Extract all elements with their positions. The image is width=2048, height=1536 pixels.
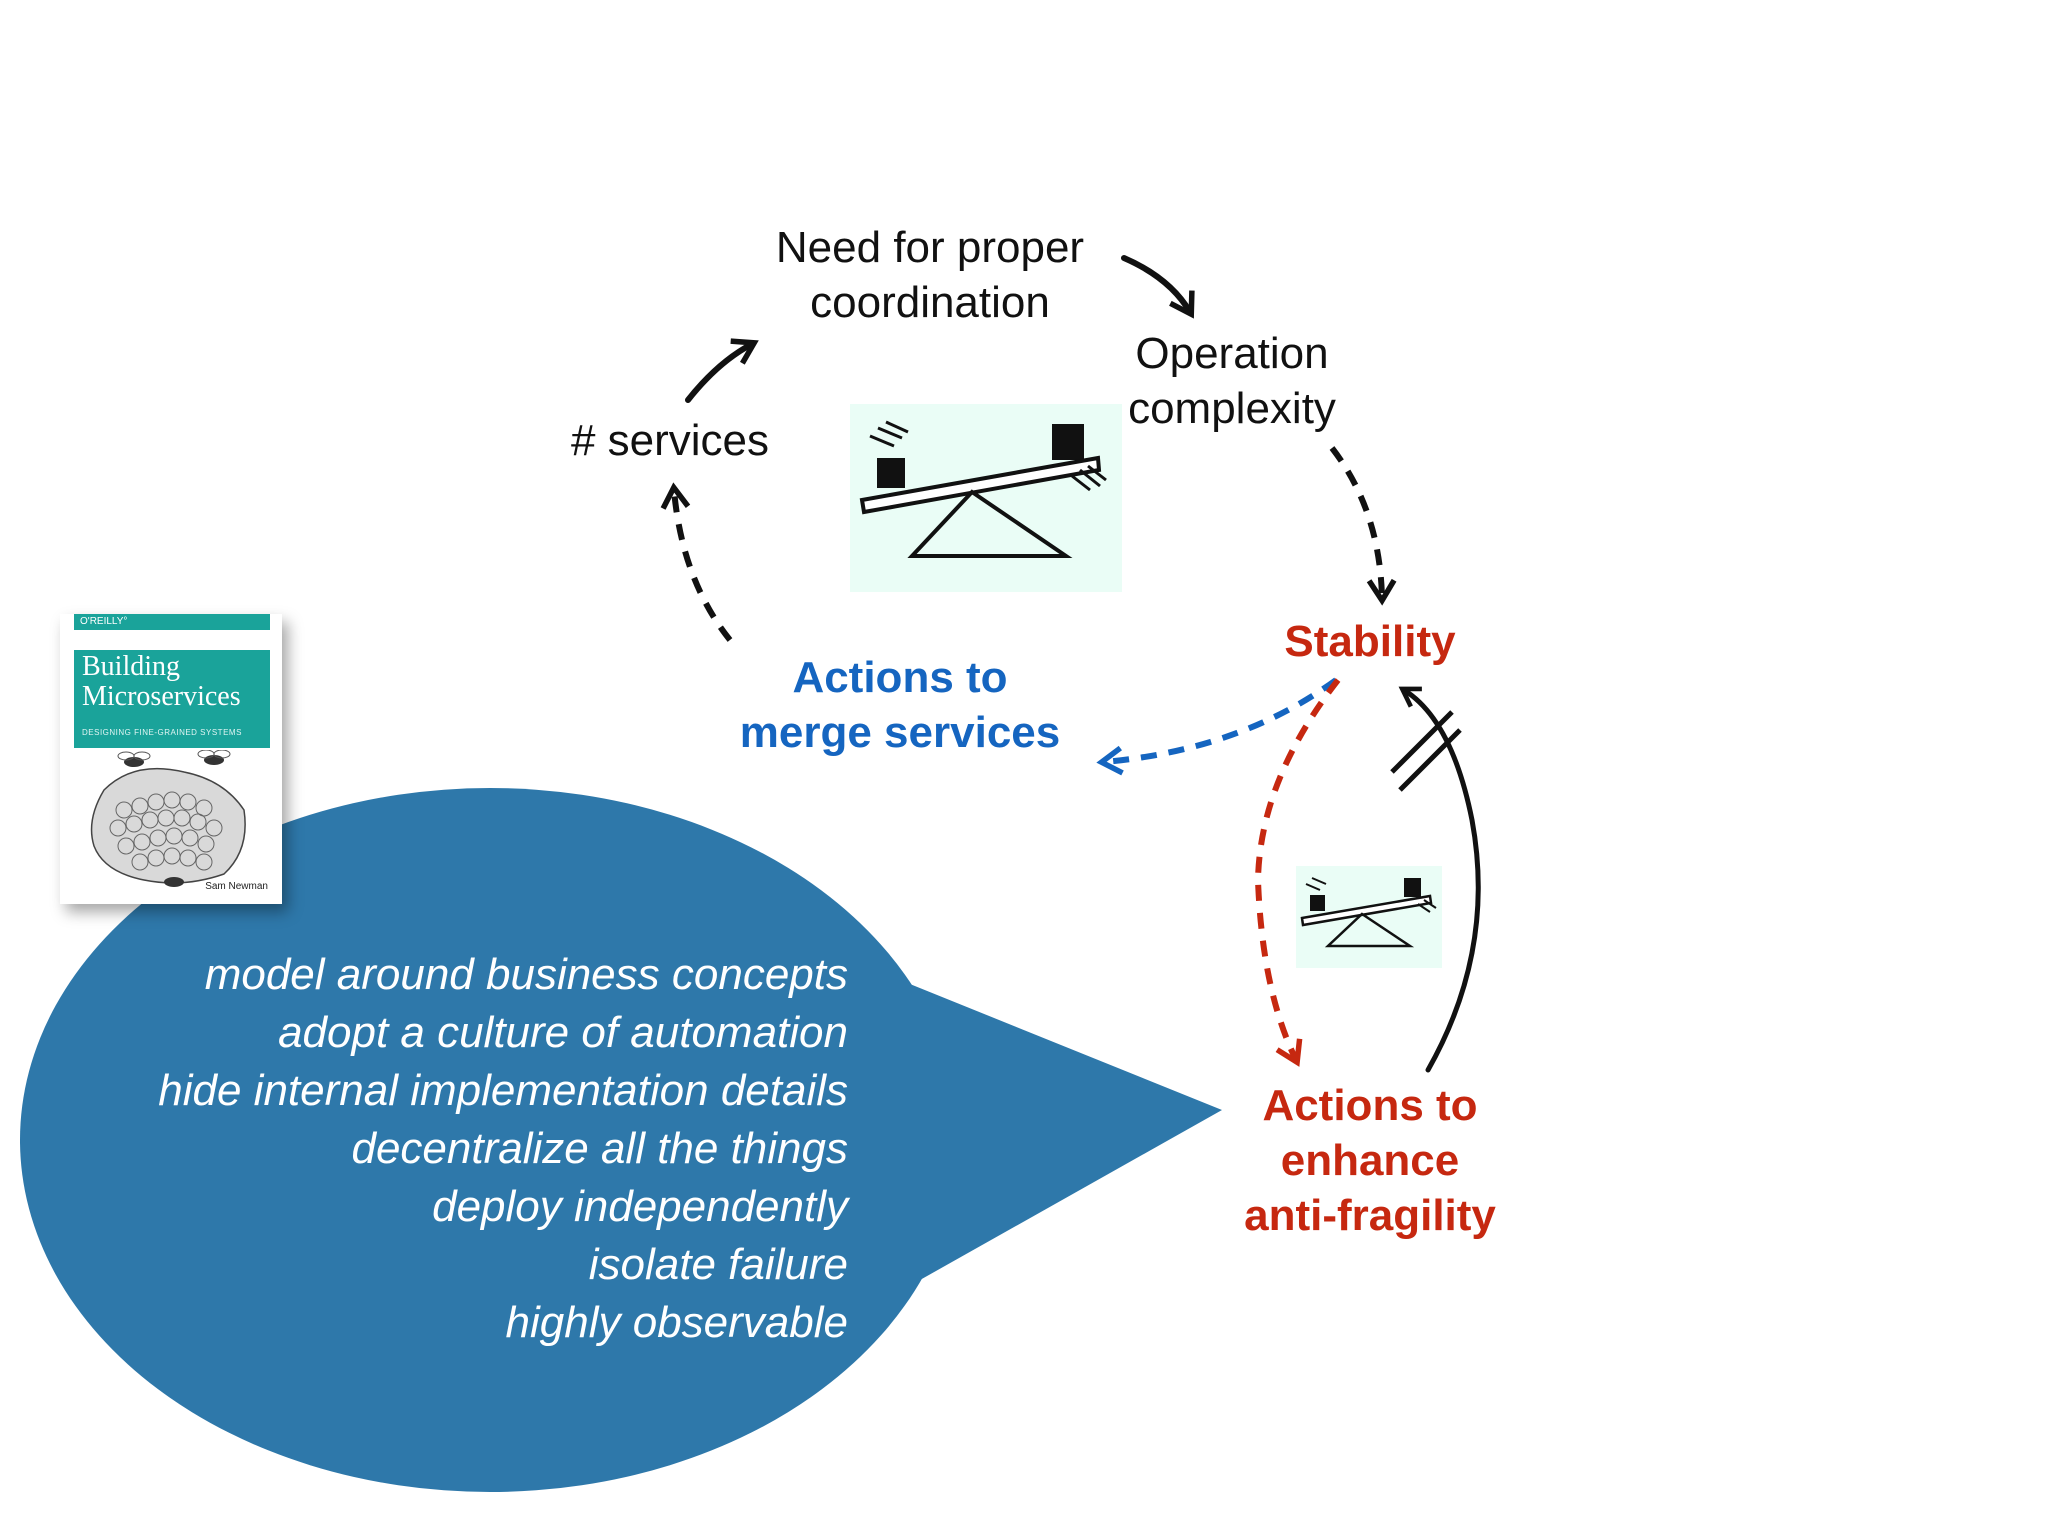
book-subtitle: DESIGNING FINE-GRAINED SYSTEMS (82, 728, 242, 737)
arrow-merge-to-services (660, 482, 733, 642)
arrow-services-to-coordination (685, 338, 759, 403)
principle-line: highly observable (505, 1298, 848, 1347)
seesaw-illustration-large (850, 404, 1122, 592)
book-title-block: Building Microservices DESIGNING FINE-GR… (74, 650, 270, 748)
node-services-count: # services (570, 416, 770, 465)
arrow-stability-to-antifragility (1254, 678, 1341, 1067)
book-cover-image: O'REILLY° Building Microservices DESIGNI… (60, 614, 282, 904)
arrow-antifragility-to-stability (1398, 686, 1481, 1073)
principle-line: decentralize all the things (351, 1124, 848, 1173)
principle-line: hide internal implementation details (158, 1066, 848, 1115)
node-actions-antifragility: Actions to enhance anti-fragility (1244, 1081, 1496, 1240)
seesaw-illustration-small (1296, 866, 1442, 968)
book-title: Building Microservices (82, 651, 241, 712)
bubble-principles-list: model around business concepts adopt a c… (40, 946, 848, 1352)
book-author: Sam Newman (205, 881, 268, 892)
node-operation-complexity: Operation complexity (1128, 329, 1336, 433)
principle-line: model around business concepts (204, 950, 848, 999)
node-actions-merge: Actions to merge services (739, 653, 1061, 757)
honeycomb-bee-illustration (90, 750, 246, 887)
node-need-for-coordination: Need for proper coordination (775, 223, 1085, 327)
principle-line: isolate failure (588, 1240, 848, 1289)
arrow-complexity-to-stability (1329, 446, 1397, 606)
arrow-stability-to-merge (1096, 677, 1338, 776)
node-stability: Stability (1284, 617, 1456, 666)
book-publisher: O'REILLY° (74, 614, 270, 630)
principle-line: deploy independently (432, 1182, 848, 1231)
speech-bubble (20, 788, 1222, 1492)
arrow-coordination-to-complexity (1121, 255, 1195, 319)
principle-line: adopt a culture of automation (278, 1008, 848, 1057)
delay-mark (1390, 710, 1462, 792)
